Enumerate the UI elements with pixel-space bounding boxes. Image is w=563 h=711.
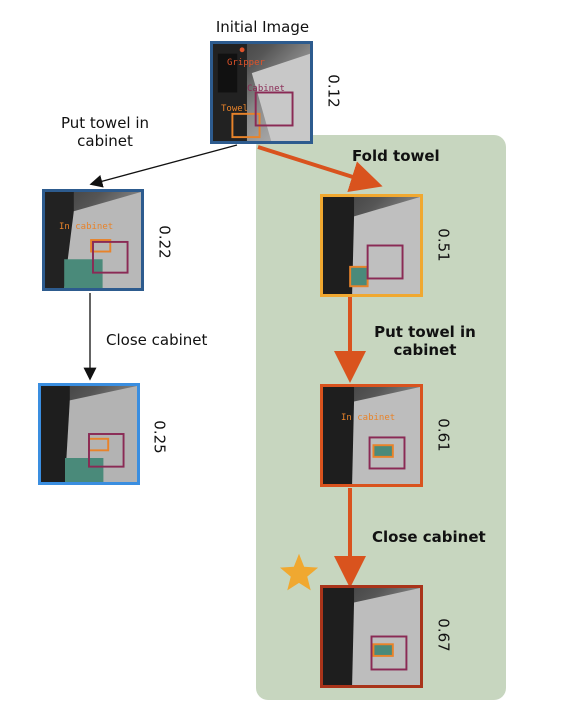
right-node3-image [320, 585, 423, 688]
root-title: Initial Image [215, 18, 310, 36]
scene-graphic [323, 387, 420, 484]
scene-graphic [323, 588, 420, 685]
root-score: 0.12 [324, 74, 343, 108]
left-edge1-label: Put towel in cabinet [60, 114, 150, 150]
scene-graphic [45, 192, 141, 288]
cabinet-tag: Cabinet [247, 84, 285, 94]
scene-graphic [41, 386, 137, 482]
arrow-root-to-left1 [89, 144, 238, 188]
towel-tag: Towel [221, 104, 249, 114]
left-node2-image [38, 383, 140, 485]
in-cabinet-tag: In cabinet [59, 222, 114, 232]
scene-graphic [213, 44, 310, 141]
left-edge2-label: Close cabinet [106, 331, 208, 349]
right-node2-image: In cabinet [320, 384, 423, 487]
right-node2-score: 0.61 [434, 418, 453, 452]
right-edge1-label: Fold towel [352, 147, 440, 165]
left-node1-score: 0.22 [155, 225, 174, 259]
arrow-root-to-right1 [257, 145, 383, 193]
left-node1-image: In cabinet [42, 189, 144, 291]
right-edge3-label: Close cabinet [372, 528, 486, 546]
root-image: Gripper Cabinet Towel [210, 41, 313, 144]
gripper-tag: Gripper [227, 58, 265, 68]
right-edge2-label: Put towel in cabinet [374, 323, 476, 359]
scene-graphic [323, 197, 420, 294]
in-cabinet-tag: In cabinet [341, 413, 396, 423]
right-node1-score: 0.51 [434, 228, 453, 262]
right-node1-image [320, 194, 423, 297]
star-icon [279, 553, 319, 591]
right-node3-score: 0.67 [434, 618, 453, 652]
left-node2-score: 0.25 [150, 420, 169, 454]
